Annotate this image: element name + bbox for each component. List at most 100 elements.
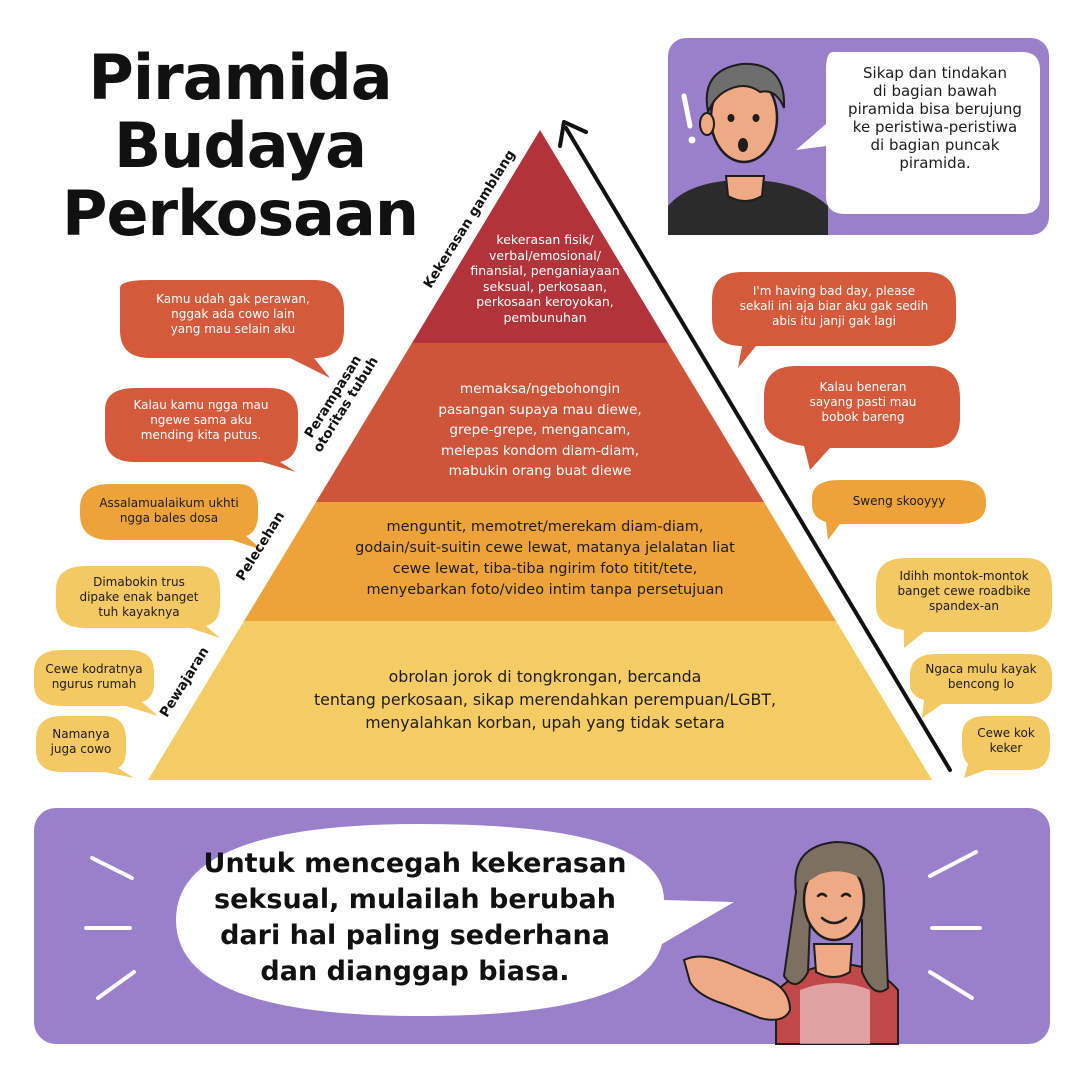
bubble-right-2-shape <box>764 366 960 470</box>
bubble-left-2-shape <box>105 388 298 472</box>
top-panel-line: piramida bisa berujung <box>848 100 1022 118</box>
bubble-line: Kamu udah gak perawan, <box>156 292 310 306</box>
title-line-1: Piramida <box>88 41 392 114</box>
bubble-line: Cewe kok <box>977 726 1035 740</box>
tier-4-text: obrolan jorok di tongkrongan, bercanda t… <box>245 665 845 734</box>
bubble-line: bobok bareng <box>821 410 905 424</box>
bubble-right-3: Sweng skooyyy <box>816 494 982 509</box>
bubble-line: dipake enak banget <box>79 590 199 604</box>
bubble-line: Kalau beneran <box>819 380 907 394</box>
bottom-panel-line: dan dianggap biasa. <box>260 956 570 987</box>
top-panel-line: piramida. <box>899 154 971 172</box>
tier-1-line: seksual, perkosaan, <box>483 278 607 294</box>
emphasis-lines-icon <box>84 850 982 1000</box>
top-panel-line: ke peristiwa-peristiwa <box>852 118 1018 136</box>
bubble-line: Sweng skooyyy <box>852 494 946 508</box>
title-line-2: Budaya <box>114 109 367 182</box>
tier-4-line: menyalahkan korban, upah yang tidak seta… <box>365 713 725 732</box>
bubble-line: bencong lo <box>947 677 1015 691</box>
bubble-left-1-shape <box>120 280 344 378</box>
top-panel-speech-bubble <box>796 52 1040 214</box>
bubble-left-5: Cewe kodratnya ngurus rumah <box>36 662 152 692</box>
tier-3-text: menguntit, memotret/merekam diam-diam, g… <box>325 517 765 601</box>
top-panel-line: di bagian puncak <box>870 136 1000 154</box>
bubble-line: I'm having bad day, please <box>752 284 916 298</box>
tier-3-line: menguntit, memotret/merekam diam-diam, <box>386 519 704 535</box>
bubble-left-2: Kalau kamu ngga mau ngewe sama aku mendi… <box>110 398 292 443</box>
bubble-right-5: Ngaca mulu kayak bencong lo <box>914 662 1048 692</box>
bubble-line: spandex-an <box>928 599 999 613</box>
tier-4-line: tentang perkosaan, sikap merendahkan per… <box>313 690 777 709</box>
woman-illustration-icon <box>682 840 899 1045</box>
bubble-line: Idihh montok-montok <box>899 569 1029 583</box>
tier-1-line: finansial, penganiayaan <box>470 263 620 279</box>
bottom-panel-line: seksual, mulailah berubah <box>214 884 616 915</box>
tier-2-line: mabukin orang buat diewe <box>448 463 632 479</box>
top-panel-text: Sikap dan tindakan di bagian bawah piram… <box>832 64 1038 172</box>
bubble-line: yang mau selain aku <box>170 322 296 336</box>
bubble-line: keker <box>989 741 1023 755</box>
tier-1-line: verbal/emosional/ <box>489 247 601 263</box>
tier-1-text: kekerasan fisik/ verbal/emosional/ finan… <box>440 232 650 326</box>
top-panel-line: Sikap dan tindakan <box>863 64 1007 82</box>
bubble-line: sekali ini aja biar aku gak sedih <box>739 299 929 313</box>
bubble-left-3-shape <box>80 484 262 550</box>
bubble-line: juga cowo <box>50 742 112 756</box>
bubble-line: Cewe kodratnya <box>45 662 143 676</box>
tier-1-line: pembunuhan <box>503 309 587 325</box>
bubble-left-4: Dimabokin trus dipake enak banget tuh ka… <box>60 575 218 620</box>
bubble-line: abis itu janji gak lagi <box>772 314 896 328</box>
bubble-right-4-shape <box>876 558 1052 648</box>
bubble-right-3-shape <box>812 480 986 540</box>
tier-3-line: menyebarkan foto/video intim tanpa perse… <box>366 582 724 598</box>
title-line-3: Perkosaan <box>62 177 419 250</box>
tier-2-text: memaksa/ngebohongin pasangan supaya mau … <box>395 379 685 482</box>
pyramid-tier-kekerasan <box>412 130 668 343</box>
top-panel-line: di bagian bawah <box>872 82 997 100</box>
bubble-left-6: Namanya juga cowo <box>38 727 124 757</box>
bubble-right-5-shape <box>910 654 1052 718</box>
bubble-line: Assalamualaikum ukhti <box>99 496 239 510</box>
bubble-left-1: Kamu udah gak perawan, nggak ada cowo la… <box>128 292 338 337</box>
bubble-left-3: Assalamualaikum ukhti ngga bales dosa <box>82 496 256 526</box>
bubble-right-2: Kalau beneran sayang pasti mau bobok bar… <box>770 380 956 425</box>
tier-1-line: kekerasan fisik/ <box>496 232 594 247</box>
tier-3-line: cewe lewat, tiba-tiba ngirim foto titit/… <box>392 561 698 577</box>
pyramid-tier-perampasan <box>316 343 764 502</box>
tier-2-line: grepe-grepe, mengancam, <box>449 422 631 438</box>
escalation-arrow-icon <box>558 120 952 772</box>
bubble-right-6: Cewe kok keker <box>964 726 1048 756</box>
bubble-right-4: Idihh montok-montok banget cewe roadbike… <box>880 569 1048 614</box>
tier-3-line: godain/suit-suitin cewe lewat, matanya j… <box>355 540 735 556</box>
bubble-line: Ngaca mulu kayak <box>925 662 1037 676</box>
bubble-left-5-shape <box>34 650 158 716</box>
bubble-line: Kalau kamu ngga mau <box>133 398 269 412</box>
tier-2-line: melepas kondom diam-diam, <box>440 442 640 459</box>
man-illustration-icon <box>668 62 828 235</box>
tier-2-line: pasangan supaya mau diewe, <box>438 401 642 418</box>
tier-1-line: perkosaan keroyokan, <box>476 294 614 310</box>
bubble-line: ngurus rumah <box>51 677 137 691</box>
bubble-line: sayang pasti mau <box>809 395 917 409</box>
bottom-panel-line: Untuk mencegah kekerasan <box>203 848 627 879</box>
bubble-line: ngga bales dosa <box>119 511 219 525</box>
bubble-line: ngewe sama aku <box>150 413 252 427</box>
bubble-line: Dimabokin trus <box>93 575 185 589</box>
bubble-right-1-shape <box>712 272 956 368</box>
bubble-line: tuh kayaknya <box>98 605 180 619</box>
tier-2-line: memaksa/ngebohongin <box>459 381 621 397</box>
bubble-right-1: I'm having bad day, please sekali ini aj… <box>716 284 952 329</box>
pyramid-tier-pelecehan <box>244 502 836 621</box>
bubble-right-6-shape <box>962 716 1050 778</box>
bubble-line: Namanya <box>52 727 110 741</box>
tier-4-line: obrolan jorok di tongkrongan, bercanda <box>388 667 702 686</box>
bubble-left-4-shape <box>56 566 220 638</box>
bubble-left-6-shape <box>36 716 134 778</box>
pyramid-tier-pewajaran <box>148 621 932 780</box>
bottom-panel-text: Untuk mencegah kekerasan seksual, mulail… <box>200 846 630 990</box>
bubble-line: mending kita putus. <box>140 428 262 442</box>
bubble-line: nggak ada cowo lain <box>171 307 295 321</box>
bubble-line: banget cewe roadbike <box>897 584 1031 598</box>
bottom-panel-line: dari hal paling sederhana <box>220 920 610 951</box>
